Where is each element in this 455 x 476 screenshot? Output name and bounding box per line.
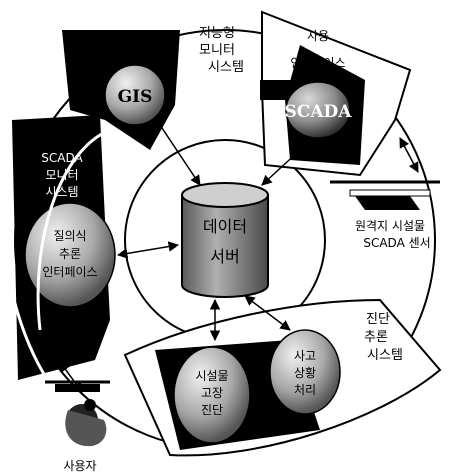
facility-line-1: 시설물 <box>195 369 228 383</box>
query-interface-line-2: 추론 <box>59 247 81 261</box>
diagnosis-title-3: 시스템 <box>367 348 403 363</box>
scada-monitor-module: SCADA 모니터 시스템 질의식 추론 인터페이스 <box>12 115 130 450</box>
accident-line-3: 처리 <box>294 383 316 397</box>
user-label: 사용자 <box>63 459 96 473</box>
query-interface-line-1: 질의식 <box>53 229 86 243</box>
facility-line-3: 진단 <box>201 403 223 417</box>
accident-line-2: 상황 <box>294 366 316 380</box>
gis-title-line-2: 모니터 <box>199 43 235 58</box>
scada-title-line-1: 사용 <box>307 29 329 43</box>
gis-badge: GIS <box>118 87 153 107</box>
remote-sensor-line-2: SCADA 센서 <box>363 236 430 250</box>
query-interface-line-3: 인터페이스 <box>42 265 97 279</box>
gis-title-line-3: 시스템 <box>208 60 244 75</box>
diagnosis-title-1: 진단 <box>366 312 390 327</box>
scada-module: SCADA 사용 인터페이스 <box>260 12 410 175</box>
scada-title-line-2: 인터페이스 <box>290 56 345 70</box>
scada-monitor-title-3: 시스템 <box>45 185 78 199</box>
data-server-line-2: 서버 <box>210 247 239 266</box>
diagnosis-title-2: 추론 <box>364 330 388 345</box>
accident-line-1: 사고 <box>294 349 316 363</box>
arrow-scada-sensor <box>400 138 418 172</box>
user-figure: 사용자 <box>45 382 110 473</box>
remote-sensor: 원격지 시설물 SCADA 센서 <box>330 182 440 250</box>
remote-sensor-line-1: 원격지 시설물 <box>355 219 425 233</box>
gis-title-line-1: 지능형 <box>199 26 235 41</box>
data-server-line-1: 데이터 <box>203 217 247 236</box>
data-server[interactable]: 데이터 서버 <box>182 183 268 297</box>
scada-badge: SCADA <box>285 102 353 122</box>
facility-line-2: 고장 <box>201 386 223 400</box>
